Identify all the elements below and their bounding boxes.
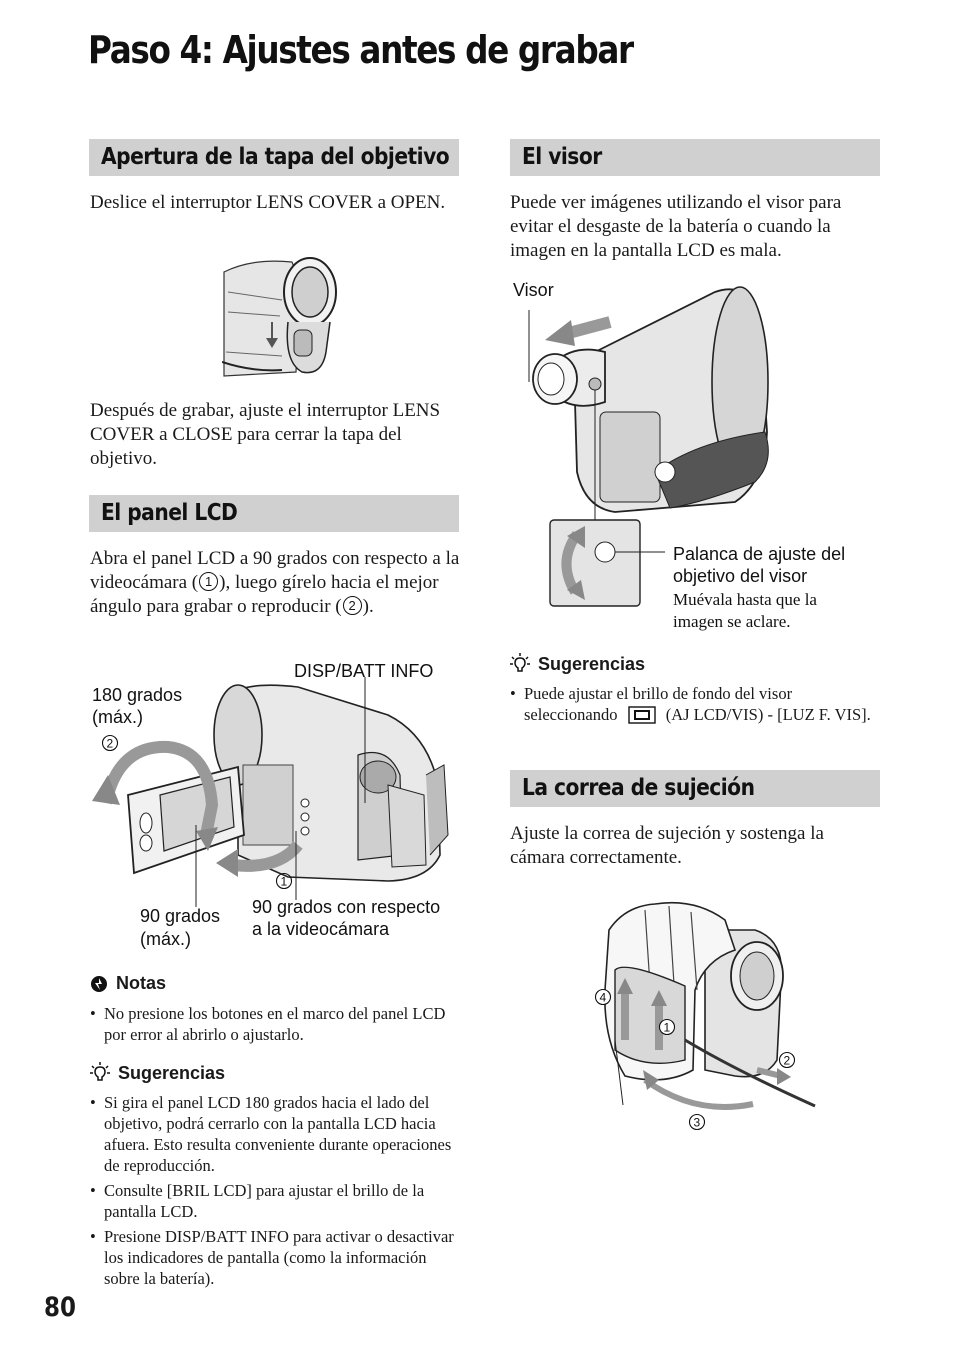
tips-list: Si gira el panel LCD 180 grados hacia el… — [90, 1092, 458, 1293]
section-heading-strap: La correa de sujeción — [510, 770, 880, 807]
label-lever-line1: Palanca de ajuste del — [673, 544, 845, 564]
page-title: Paso 4: Ajustes antes de grabar — [88, 28, 634, 72]
tips-item: Si gira el panel LCD 180 grados hacia el… — [90, 1092, 458, 1176]
section-heading-lens-cover: Apertura de la tapa del objetivo — [89, 139, 459, 176]
notes-list: No presione los botones en el marco del … — [90, 1003, 450, 1049]
lightbulb-icon — [90, 1062, 110, 1081]
viewfinder-tip-text-b: (AJ LCD/VIS) - [LUZ F. VIS]. — [665, 705, 871, 724]
strap-marker-1: 1 — [664, 1021, 671, 1035]
viewfinder-tips-heading: Sugerencias — [510, 653, 645, 675]
label-lever-line2: objetivo del visor — [673, 566, 807, 586]
section-heading-viewfinder-text: El visor — [522, 144, 602, 170]
tips-item: Consulte [BRIL LCD] para ajustar el bril… — [90, 1180, 458, 1222]
notes-item: No presione los botones en el marco del … — [90, 1003, 450, 1045]
label-90cam-line2: a la videocámara — [252, 919, 390, 939]
viewfinder-tip-text-a: Puede ajustar el brillo de fondo del vis… — [524, 684, 793, 724]
section-heading-lcd-panel: El panel LCD — [89, 495, 459, 532]
circled-number-1: 1 — [199, 572, 219, 591]
viewfinder-tips-list: Puede ajustar el brillo de fondo del vis… — [510, 683, 874, 729]
viewfinder-tip-item: Puede ajustar el brillo de fondo del vis… — [510, 683, 874, 725]
label-lever-sub2: imagen se aclare. — [673, 612, 791, 631]
lcd-panel-instruction: Abra el panel LCD a 90 grados con respec… — [90, 547, 460, 619]
lcd-setup-menu-icon — [627, 706, 656, 724]
label-visor: Visor — [513, 280, 554, 300]
lcd-text-c: ). — [362, 596, 374, 617]
page-number: 80 — [44, 1292, 76, 1323]
section-heading-lcd-panel-text: El panel LCD — [101, 500, 238, 526]
lens-cover-close-text: Después de grabar, ajuste el interruptor… — [90, 400, 441, 469]
grip-belt-illustration: 4 1 2 3 — [594, 901, 816, 1131]
lens-cover-instruction: Deslice el interruptor LENS COVER a OPEN… — [90, 192, 446, 213]
label-180-line2: (máx.) — [92, 707, 143, 727]
label-disp-batt-info: DISP/BATT INFO — [294, 661, 433, 681]
lcd-text-a: Abra el panel LCD a 90 grados con respec… — [90, 548, 460, 593]
section-heading-lens-cover-text: Apertura de la tapa del objetivo — [101, 144, 450, 170]
label-90cam-line1: 90 grados con respecto — [252, 897, 440, 917]
section-heading-viewfinder: El visor — [510, 139, 880, 176]
lcd-text-b: ), luego gírelo hacia el mejor ángulo pa… — [90, 572, 439, 617]
label-90-line2: (máx.) — [140, 929, 191, 949]
strap-marker-2: 2 — [784, 1054, 791, 1068]
circled-number-2: 2 — [342, 596, 362, 615]
label-90-line1: 90 grados — [140, 906, 220, 926]
lcd-panel-illustration: DISP/BATT INFO 180 grados (máx.) 2 1 90 … — [92, 661, 449, 949]
tips-heading-text: Sugerencias — [118, 1062, 226, 1083]
tips-heading: Sugerencias — [90, 1062, 225, 1084]
tips-item: Presione DISP/BATT INFO para activar o d… — [90, 1226, 458, 1289]
label-lever-sub1: Muévala hasta que la — [673, 590, 817, 609]
marker-2: 2 — [107, 737, 114, 751]
viewfinder-illustration: Visor Palanca de ajuste del objetivo del… — [513, 280, 845, 631]
section-heading-strap-text: La correa de sujeción — [522, 775, 755, 801]
marker-1: 1 — [281, 875, 288, 889]
strap-marker-3: 3 — [694, 1116, 701, 1130]
label-180-line1: 180 grados — [92, 685, 182, 705]
notes-icon — [91, 975, 107, 992]
viewfinder-tips-heading-text: Sugerencias — [538, 653, 646, 674]
notes-heading-text: Notas — [116, 973, 167, 993]
viewfinder-text: Puede ver imágenes utilizando el visor p… — [510, 192, 842, 261]
lens-cover-illustration — [222, 252, 342, 378]
strap-text: Ajuste la correa de sujeción y sostenga … — [510, 823, 824, 868]
notes-heading: Notas — [90, 973, 166, 994]
strap-marker-4: 4 — [600, 991, 607, 1005]
lightbulb-icon — [510, 653, 530, 672]
